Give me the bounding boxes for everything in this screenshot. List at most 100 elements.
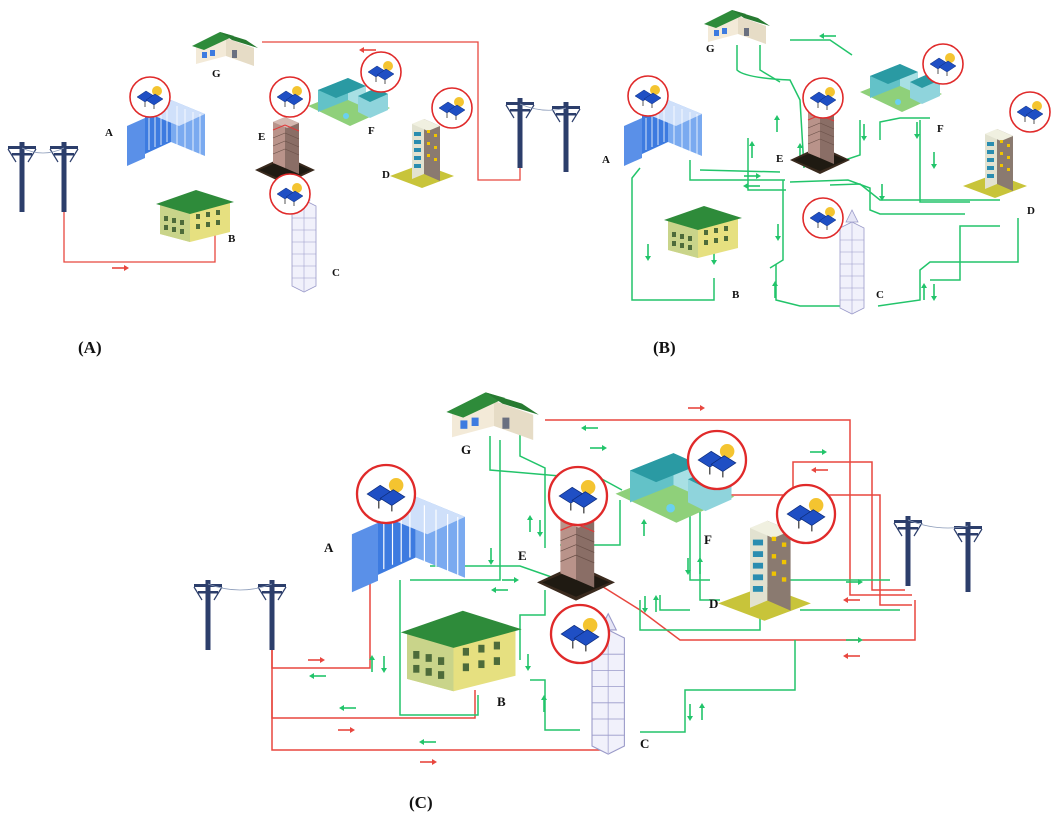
p2p-line — [399, 580, 479, 716]
arrow-icon — [580, 424, 599, 432]
p2p-line — [879, 117, 930, 140]
p2p-line — [699, 169, 781, 173]
building-label-f: F — [368, 125, 375, 137]
p2p-line — [659, 595, 690, 611]
building-label-e: E — [776, 153, 783, 165]
building-label-f: F — [937, 123, 944, 135]
building-icon — [192, 32, 258, 66]
arrow-icon — [524, 653, 532, 672]
p2p-line — [775, 264, 840, 307]
arrow-icon — [742, 182, 761, 190]
solar-panel-icon — [922, 43, 964, 85]
solar-panel-icon — [686, 429, 748, 491]
building-icon — [390, 119, 454, 188]
arrow-icon — [526, 514, 534, 533]
arrow-icon — [687, 404, 706, 412]
panel-label-a: (A) — [78, 338, 102, 357]
building-label-a: A — [105, 127, 113, 139]
p2p-line — [640, 640, 796, 733]
arrow-icon — [748, 140, 756, 159]
panel-b: A B C D E F G — [602, 10, 1051, 315]
arrow-icon — [845, 636, 864, 644]
building-label-c: C — [332, 267, 340, 279]
arrow-icon — [338, 704, 357, 712]
arrow-icon — [640, 518, 648, 537]
arrow-icon — [487, 547, 495, 566]
solar-panel-icon — [547, 465, 609, 527]
building-label-g: G — [461, 442, 471, 457]
p2p-line — [689, 160, 785, 181]
building-label-a: A — [324, 540, 334, 555]
arrow-icon — [878, 183, 886, 202]
arrow-icon — [380, 655, 388, 674]
solar-panel-icon — [269, 173, 311, 215]
building-icon — [536, 512, 616, 602]
p2p-line — [519, 432, 546, 548]
solar-panel-icon — [627, 75, 669, 117]
p2p-line — [631, 167, 715, 301]
arrow-icon — [111, 264, 130, 272]
arrow-icon — [418, 738, 437, 746]
p2p-line — [530, 679, 580, 731]
solar-panel-icon — [775, 483, 837, 545]
arrow-icon — [696, 556, 704, 575]
p2p-line — [789, 179, 965, 215]
building-icon — [446, 392, 539, 440]
arrow-icon — [337, 726, 356, 734]
building-icon — [400, 610, 522, 692]
arrow-icon — [644, 243, 652, 262]
grid-line — [545, 419, 912, 596]
utility-pole-icon — [257, 579, 287, 651]
p2p-line — [689, 512, 710, 581]
arrow-icon — [930, 283, 938, 302]
solar-panel-icon — [1009, 91, 1051, 133]
arrow-icon — [771, 280, 779, 299]
p2p-line — [919, 120, 970, 203]
building-icon — [839, 209, 865, 315]
p2p-line — [829, 183, 1000, 201]
arrow-icon — [743, 172, 762, 180]
arrow-icon — [842, 596, 861, 604]
p2p-line — [699, 512, 720, 601]
arrow-icon — [920, 282, 928, 301]
grid-line — [271, 690, 611, 751]
p2p-line — [790, 39, 853, 56]
solar-panel-icon — [431, 87, 473, 129]
utility-pole-icon — [193, 579, 223, 651]
arrow-icon — [698, 702, 706, 721]
arrow-icon — [913, 121, 921, 140]
building-label-g: G — [212, 68, 221, 80]
building-icon — [704, 10, 770, 44]
building-label-e: E — [518, 548, 527, 563]
p2p-line — [930, 225, 1000, 281]
building-label-c: C — [640, 736, 649, 751]
arrow-icon — [652, 594, 660, 613]
p2p-line — [769, 180, 784, 269]
p2p-line — [410, 440, 501, 581]
arrow-icon — [773, 114, 781, 133]
arrow-icon — [501, 576, 520, 584]
arrow-icon — [540, 694, 548, 713]
utility-pole-icon — [505, 97, 535, 169]
p2p-line — [736, 45, 805, 169]
grid-line — [271, 650, 476, 719]
arrow-icon — [686, 703, 694, 722]
arrow-icon — [930, 151, 938, 170]
p2p-line — [877, 218, 1019, 307]
solar-panel-icon — [549, 603, 611, 665]
arrow-icon — [818, 32, 837, 40]
panel-a: A B C D E F G — [7, 32, 581, 293]
arrow-icon — [536, 519, 544, 538]
panel-label-b: (B) — [653, 338, 676, 357]
utility-pole-icon — [49, 141, 79, 213]
utility-pole-icon — [893, 515, 923, 587]
panel-label-c: (C) — [409, 793, 433, 812]
grid-line — [63, 205, 216, 263]
solar-panel-icon — [360, 51, 402, 93]
arrow-icon — [308, 672, 327, 680]
building-label-b: B — [497, 694, 506, 709]
building-label-d: D — [382, 169, 390, 181]
arrow-icon — [641, 595, 649, 614]
utility-pole-icon — [7, 141, 37, 213]
